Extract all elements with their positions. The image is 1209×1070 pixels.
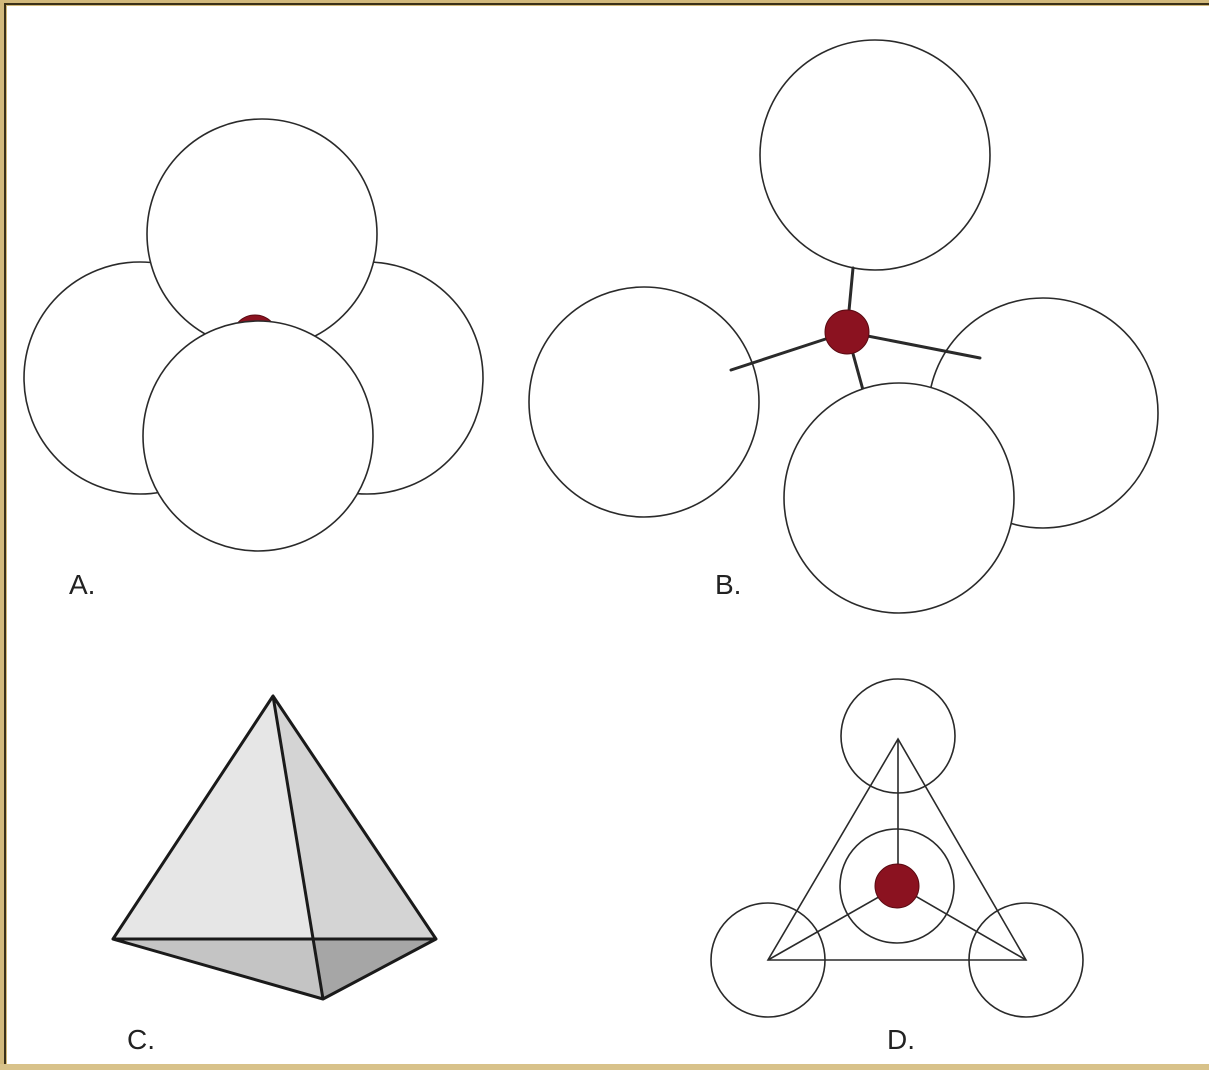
- panel-d-bond-left: [767, 885, 899, 961]
- panel-b-label: B.: [715, 569, 741, 600]
- tetrahedral-geometry-figure: A. B. C. D.: [23, 39, 1159, 1055]
- panel-a-label: A.: [69, 569, 95, 600]
- panel-d-top-view: D.: [710, 678, 1084, 1055]
- panel-c-outer-edges: [111, 694, 438, 1001]
- panel-c-left-face: [113, 696, 313, 939]
- panel-c-label: C.: [127, 1024, 155, 1055]
- panel-a-space-filling-model: A.: [23, 118, 484, 600]
- panel-a-top-atom: [146, 118, 378, 350]
- panel-b-left-atom: [528, 286, 760, 518]
- panel-d-triangle: [766, 737, 1028, 961]
- panel-b-top-atom: [759, 39, 991, 271]
- panel-b-bond-right: [845, 330, 982, 360]
- panel-d-center-ring: [839, 828, 955, 944]
- panel-b-center-atom: [824, 309, 870, 355]
- panel-b-front-atom: [783, 382, 1015, 614]
- panel-d-label: D.: [887, 1024, 915, 1055]
- panel-b-ball-and-stick-model: B.: [528, 39, 1159, 614]
- panel-c-tetrahedron: C.: [111, 694, 438, 1055]
- panel-d-center-atom: [874, 863, 920, 909]
- panel-d-bond-right: [897, 885, 1027, 961]
- panel-a-front-atom: [142, 320, 374, 552]
